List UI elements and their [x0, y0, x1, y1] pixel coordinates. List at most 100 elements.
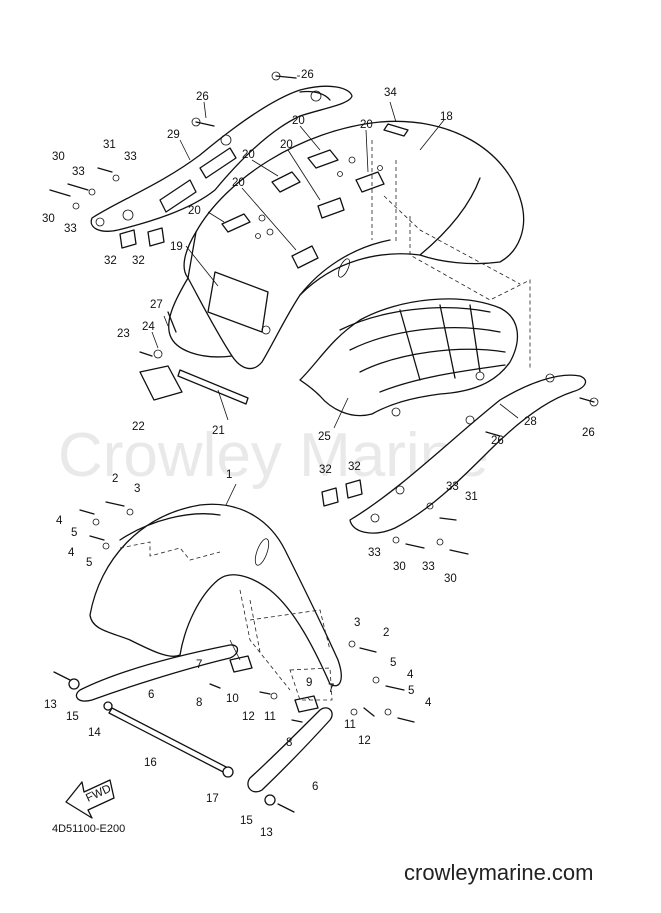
- callout-13: 13: [260, 827, 273, 839]
- collar-17: [222, 766, 234, 778]
- callout-20: 20: [292, 115, 305, 127]
- callout-33: 33: [72, 166, 85, 178]
- callout-30: 30: [42, 213, 55, 225]
- callout-5: 5: [408, 685, 414, 697]
- callout-21: 21: [212, 425, 225, 437]
- callout-25: 25: [318, 431, 331, 443]
- callout-32: 32: [348, 461, 361, 473]
- callout-19: 19: [170, 241, 183, 253]
- leader-lines: [151, 75, 519, 701]
- callout-12: 12: [242, 711, 255, 723]
- callout-2: 2: [112, 473, 118, 485]
- callout-33: 33: [422, 561, 435, 573]
- callout-15: 15: [240, 815, 253, 827]
- callout-11: 11: [344, 719, 356, 731]
- callout-31: 31: [103, 139, 116, 151]
- callout-24: 24: [142, 321, 155, 333]
- diagram-code: 4D51100-E200: [52, 823, 125, 835]
- callout-3: 3: [354, 617, 360, 629]
- callout-8: 8: [196, 697, 202, 709]
- pad-20c: [317, 197, 345, 219]
- callout-9: 9: [306, 677, 312, 689]
- callout-31: 31: [465, 491, 478, 503]
- callout-6: 6: [312, 781, 318, 793]
- callout-26: 26: [582, 427, 595, 439]
- callout-1: 1: [226, 469, 232, 481]
- callout-22: 22: [132, 421, 145, 433]
- axle-16: [108, 707, 233, 776]
- fwd-arrow-icon: FWD: [65, 779, 115, 819]
- callout-15: 15: [66, 711, 79, 723]
- callout-4: 4: [425, 697, 432, 709]
- bracket-10: [229, 655, 253, 673]
- callout-13: 13: [44, 699, 57, 711]
- callout-20: 20: [232, 177, 245, 189]
- callout-26: 26: [491, 435, 504, 447]
- bracket-9: [294, 695, 319, 713]
- screw-23: [139, 351, 153, 357]
- callout-3: 3: [134, 483, 140, 495]
- callout-32: 32: [104, 255, 117, 267]
- pad-20b: [271, 171, 301, 193]
- fork-stay-6a: [75, 644, 239, 702]
- callout-17: 17: [206, 793, 219, 805]
- callout-30: 30: [52, 151, 65, 163]
- rear-side-rail-lower: [321, 373, 587, 534]
- pad-20e: [221, 213, 251, 233]
- callout-8: 8: [286, 737, 292, 749]
- inner-fender: [299, 298, 519, 417]
- callout-33: 33: [446, 481, 459, 493]
- pad-20f: [291, 245, 319, 269]
- callout-14: 14: [88, 727, 101, 739]
- callout-12: 12: [358, 735, 371, 747]
- callout-16: 16: [144, 757, 157, 769]
- rear-side-rail-upper: [90, 85, 353, 249]
- callout-numbers: 26 26 26 26 29 31 33 30 33 30 33 32 32 3…: [42, 69, 595, 839]
- callout-7: 7: [328, 683, 334, 695]
- strip-21: [177, 369, 249, 405]
- callout-32: 32: [132, 255, 145, 267]
- callout-18: 18: [440, 111, 453, 123]
- callout-10: 10: [226, 693, 239, 705]
- rear-fender: [168, 120, 531, 370]
- callout-5: 5: [86, 557, 92, 569]
- pad-20a: [307, 149, 339, 169]
- callout-26: 26: [196, 91, 209, 103]
- fasteners: [49, 71, 599, 813]
- callout-11: 11: [264, 711, 276, 723]
- fork-stay-6b: [247, 707, 333, 793]
- callout-6: 6: [148, 689, 154, 701]
- callout-26: 26: [301, 69, 314, 81]
- callout-20: 20: [280, 139, 293, 151]
- callout-34: 34: [384, 87, 397, 99]
- site-url: crowleymarine.com: [404, 860, 594, 885]
- callout-32: 32: [319, 464, 332, 476]
- callout-27: 27: [150, 299, 163, 311]
- pad-20d: [355, 171, 385, 193]
- label-34: [383, 123, 409, 137]
- callout-5: 5: [71, 527, 77, 539]
- callout-5: 5: [390, 657, 396, 669]
- callout-30: 30: [444, 573, 457, 585]
- callout-33: 33: [64, 223, 77, 235]
- reflector-22: [139, 365, 183, 401]
- washer-24: [153, 349, 163, 359]
- callout-4: 4: [407, 669, 414, 681]
- callout-20: 20: [188, 205, 201, 217]
- callout-29: 29: [167, 129, 180, 141]
- callout-23: 23: [117, 328, 130, 340]
- clip-27: [167, 311, 177, 333]
- callout-20: 20: [360, 119, 373, 131]
- callout-28: 28: [524, 416, 537, 428]
- front-fender: [89, 503, 342, 691]
- callout-4: 4: [56, 515, 63, 527]
- callout-33: 33: [124, 151, 137, 163]
- callout-2: 2: [383, 627, 389, 639]
- callout-20: 20: [242, 149, 255, 161]
- callout-7: 7: [196, 659, 202, 671]
- callout-4: 4: [68, 547, 75, 559]
- callout-33: 33: [368, 547, 381, 559]
- callout-30: 30: [393, 561, 406, 573]
